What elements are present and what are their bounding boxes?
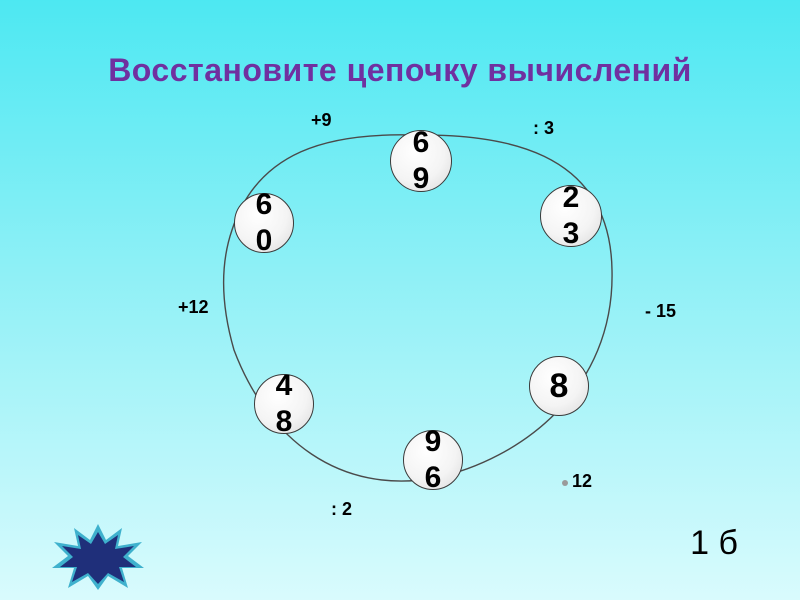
star-burst-button[interactable]	[50, 522, 146, 597]
node-bottom: 9 6	[403, 425, 463, 494]
operation-plus-12: +12	[178, 297, 209, 317]
node-top-left-digit-1: 6	[255, 188, 273, 221]
bullet-dot	[562, 480, 568, 486]
page-title: Восстановите цепочку вычислений	[108, 52, 692, 88]
star-burst-icon	[52, 524, 144, 590]
node-bottom-digit-2: 6	[424, 461, 442, 494]
operation-divide-3: : 3	[533, 118, 555, 138]
node-top-digit-2: 9	[412, 162, 430, 195]
node-top-left: 6 0	[234, 188, 294, 257]
node-bottom-digit-1: 9	[424, 425, 442, 458]
operation-12: 12	[572, 471, 593, 491]
node-top-left-digit-2: 0	[255, 224, 273, 257]
node-bottom-left-digit-1: 4	[275, 369, 293, 402]
node-top-digit-1: 6	[412, 126, 430, 159]
operation-plus-9: +9	[311, 110, 332, 130]
node-bottom-left: 4 8	[254, 369, 314, 438]
operation-minus-15: - 15	[645, 301, 677, 321]
node-top: 6 9	[390, 126, 452, 195]
node-top-right-digit-1: 2	[562, 181, 580, 214]
node-top-right-digit-2: 3	[562, 217, 580, 250]
operation-divide-2: : 2	[331, 499, 353, 519]
score-label: 1 б	[690, 524, 738, 562]
node-bottom-left-digit-2: 8	[275, 405, 293, 438]
node-right-digit-1: 8	[549, 367, 569, 405]
node-right: 8	[529, 356, 589, 416]
node-top-right: 2 3	[540, 181, 602, 250]
